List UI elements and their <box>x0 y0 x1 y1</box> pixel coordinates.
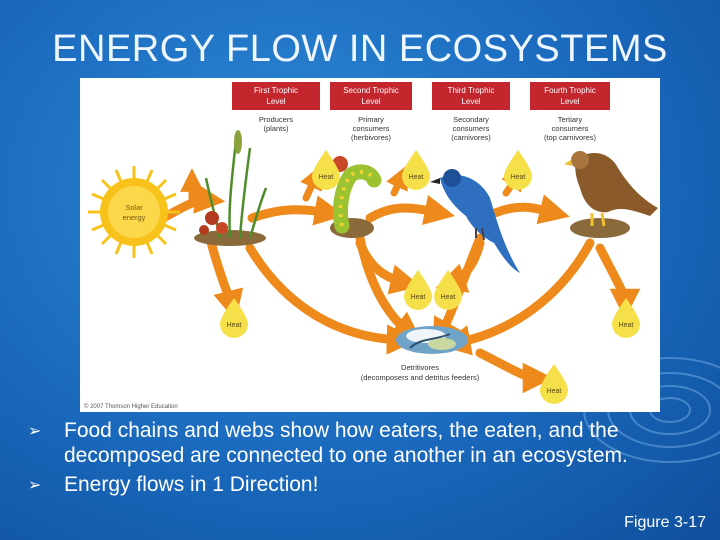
svg-text:Heat: Heat <box>227 322 242 329</box>
energy-flow-diagram: First Trophic Level Second Trophic Level… <box>80 78 660 412</box>
svg-text:(decomposers and detritus feed: (decomposers and detritus feeders) <box>361 373 480 382</box>
svg-text:Heat: Heat <box>547 388 562 395</box>
svg-text:Heat: Heat <box>619 322 634 329</box>
svg-text:Detritivores: Detritivores <box>401 363 439 372</box>
bird-icon <box>430 169 520 273</box>
bullet-list: ➢ Food chains and webs show how eaters, … <box>28 418 708 497</box>
secondary-consumers-label: Secondary <box>453 115 489 124</box>
sun-icon: Solar energy <box>88 166 180 258</box>
svg-text:(carnivores): (carnivores) <box>451 133 491 142</box>
heat-drop: Heat <box>540 364 568 404</box>
arrow-bullet-icon: ➢ <box>28 477 42 494</box>
svg-text:(plants): (plants) <box>263 124 289 133</box>
svg-text:Heat: Heat <box>411 294 426 301</box>
heat-drop: Heat <box>612 298 640 338</box>
heat-drop: Heat <box>402 150 430 190</box>
heat-drop: Heat <box>504 150 532 190</box>
svg-text:Level: Level <box>361 97 380 106</box>
caterpillar-icon <box>330 156 382 238</box>
arrow-bullet-icon: ➢ <box>28 423 42 440</box>
svg-text:energy: energy <box>123 213 146 222</box>
svg-text:Second Trophic: Second Trophic <box>343 86 399 95</box>
trophic-level-header: First Trophic Level <box>232 82 320 110</box>
figure-caption: Figure 3-17 <box>624 514 706 531</box>
svg-text:Heat: Heat <box>441 294 456 301</box>
svg-text:consumers: consumers <box>453 124 490 133</box>
svg-text:consumers: consumers <box>552 124 589 133</box>
bullet-text: Energy flows in 1 Direction! <box>64 473 319 496</box>
svg-text:Heat: Heat <box>511 174 526 181</box>
svg-text:Level: Level <box>461 97 480 106</box>
hawk-icon <box>564 151 658 238</box>
primary-consumers-label: Primary <box>358 115 384 124</box>
producers-label: Producers <box>259 115 293 124</box>
decomposers-icon <box>396 326 468 354</box>
page-title: ENERGY FLOW IN ECOSYSTEMS <box>52 28 668 70</box>
tertiary-consumers-label: Tertiary <box>558 115 583 124</box>
trophic-level-header: Second Trophic Level <box>330 82 412 110</box>
bullet-text: Food chains and webs show how eaters, th… <box>64 419 628 467</box>
svg-text:Third Trophic: Third Trophic <box>448 86 495 95</box>
svg-text:Heat: Heat <box>409 174 424 181</box>
svg-text:Solar: Solar <box>125 203 143 212</box>
svg-text:consumers: consumers <box>353 124 390 133</box>
svg-text:Level: Level <box>560 97 579 106</box>
detritivores-label: Detritivores (decomposers and detritus f… <box>361 363 480 382</box>
svg-text:(top carnivores): (top carnivores) <box>544 133 597 142</box>
heat-drop: Heat <box>312 150 340 190</box>
heat-drop: Heat <box>220 298 248 338</box>
bullet-item: ➢ Energy flows in 1 Direction! <box>28 472 708 497</box>
heat-drop: Heat <box>434 270 462 310</box>
trophic-level-header: Fourth Trophic Level <box>530 82 610 110</box>
svg-text:Fourth Trophic: Fourth Trophic <box>544 86 596 95</box>
svg-text:Level: Level <box>266 97 285 106</box>
heat-drop: Heat <box>404 270 432 310</box>
copyright-text: © 2007 Thomson Higher Education <box>84 403 178 410</box>
plants-icon <box>194 130 268 246</box>
heat-drops: Heat Heat Heat Heat Heat Heat <box>220 150 640 404</box>
svg-text:(herbivores): (herbivores) <box>351 133 392 142</box>
bullet-item: ➢ Food chains and webs show how eaters, … <box>28 418 708 468</box>
svg-text:First Trophic: First Trophic <box>254 86 298 95</box>
trophic-level-header: Third Trophic Level <box>432 82 510 110</box>
svg-text:Heat: Heat <box>319 174 334 181</box>
